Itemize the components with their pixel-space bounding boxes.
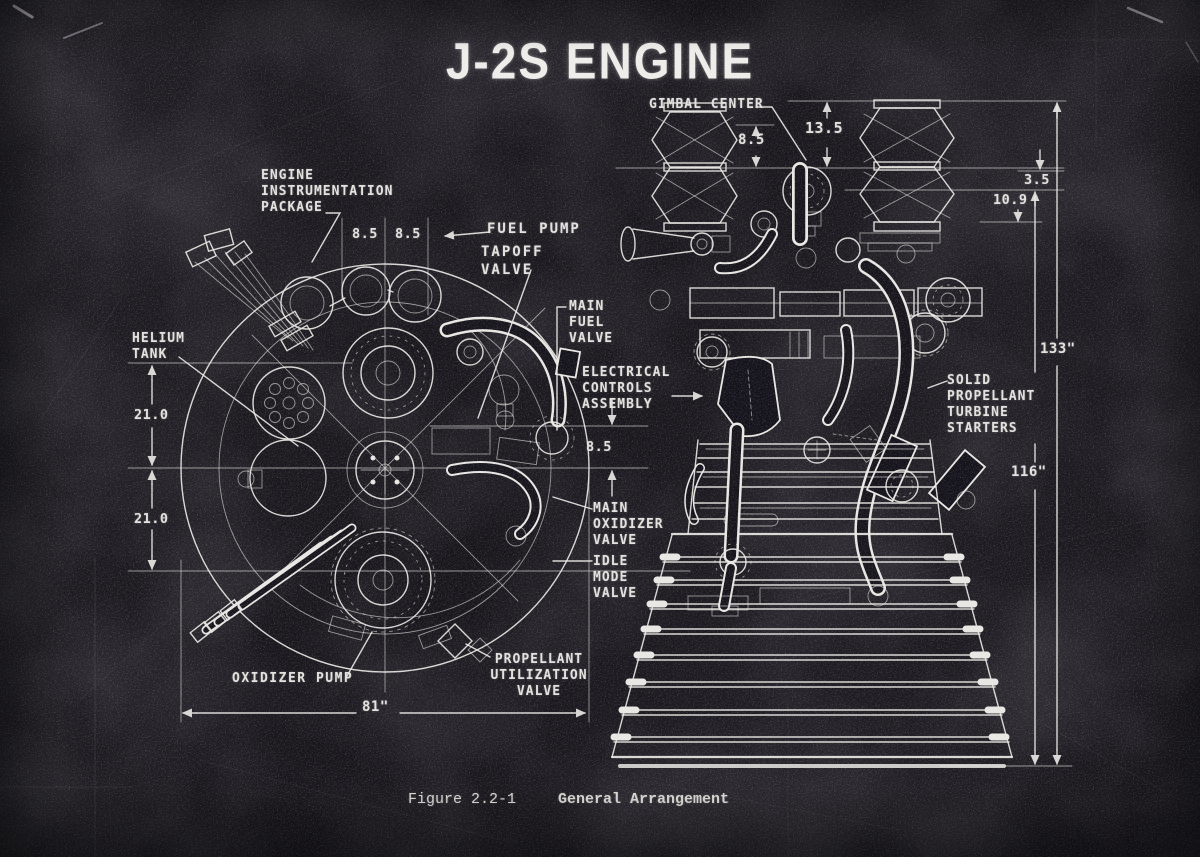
figure-caption: Figure 2.2-1 General Arrangement — [408, 791, 729, 808]
dim-value-21-0-lower: 21.0 — [134, 511, 169, 527]
dim-value-8-5-inlet: 8.5 — [738, 132, 765, 148]
label-tapoff-valve: TAPOFF VALVE — [481, 244, 544, 278]
dim-value-8-5-tapoff: 8.5 — [586, 439, 612, 455]
dim-value-8-5-right: 8.5 — [395, 226, 421, 242]
label-fuel-pump: FUEL PUMP — [487, 221, 581, 237]
dim-value-81-inches: 81" — [362, 699, 389, 715]
label-solid-propellant-turbine-starters: SOLID PROPELLANT TURBINE STARTERS — [947, 373, 1036, 436]
label-gimbal-center: GIMBAL CENTER — [649, 97, 764, 112]
label-engine-instrumentation-package: ENGINE INSTRUMENTATION PACKAGE — [261, 168, 394, 215]
label-main-oxidizer-valve: MAIN OXIDIZER VALVE — [593, 501, 664, 548]
figure-title: General Arrangement — [558, 791, 730, 808]
dim-value-3-5: 3.5 — [1024, 172, 1050, 188]
poster-title: J-2S ENGINE — [445, 32, 755, 90]
dim-value-8-5-left: 8.5 — [352, 226, 378, 242]
label-electrical-controls-assembly: ELECTRICAL CONTROLS ASSEMBLY — [582, 365, 671, 412]
label-main-fuel-valve: MAIN FUEL VALVE — [569, 299, 614, 346]
dim-value-13-5: 13.5 — [805, 119, 844, 137]
dim-value-10-9: 10.9 — [993, 192, 1028, 208]
figure-number: Figure 2.2-1 — [408, 791, 517, 808]
dim-value-133-inches: 133" — [1040, 341, 1076, 357]
label-helium-tank: HELIUM TANK — [132, 331, 185, 362]
label-propellant-utilization-valve: PROPELLANT UTILIZATION VALVE — [490, 652, 588, 699]
label-idle-mode-valve: IDLE MODE VALVE — [593, 554, 638, 601]
dim-value-116-inches: 116" — [1011, 464, 1047, 480]
dim-value-21-0-upper: 21.0 — [134, 407, 169, 423]
label-oxidizer-pump: OXIDIZER PUMP — [232, 671, 354, 686]
